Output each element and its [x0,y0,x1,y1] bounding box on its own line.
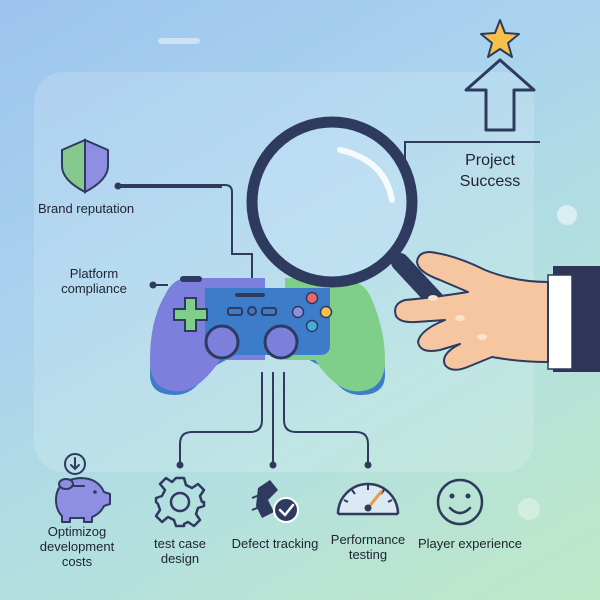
connector-dots [114,182,372,469]
bug-check-icon [251,480,299,523]
performance-testing-label: Performance testing [330,532,406,562]
gear-icon [154,476,206,528]
gamepad-icon [150,276,385,395]
platform-compliance-label: Platform compliance [61,266,127,296]
player-experience-label: Player experience [417,536,523,551]
decorative-bar [158,38,200,44]
optimizing-costs-label: Optimizog development costs [39,524,115,569]
brand-reputation-label: Brand reputation [38,201,135,216]
shield-icon [61,138,109,194]
smiley-icon [436,478,484,526]
arrow-up-icon [464,58,536,132]
defect-tracking-label: Defect tracking [231,536,319,551]
decorative-dot [518,498,540,520]
connector-lines [120,141,540,463]
star-icon [480,19,520,58]
speedometer-icon [336,482,400,516]
test-case-design-label: test case design [153,536,207,566]
magnifier-icon [246,116,461,327]
hand-icon [394,251,600,372]
decorative-dot [557,205,577,225]
project-success-title: Project Success [459,152,521,190]
piggy-bank-icon [55,453,111,523]
